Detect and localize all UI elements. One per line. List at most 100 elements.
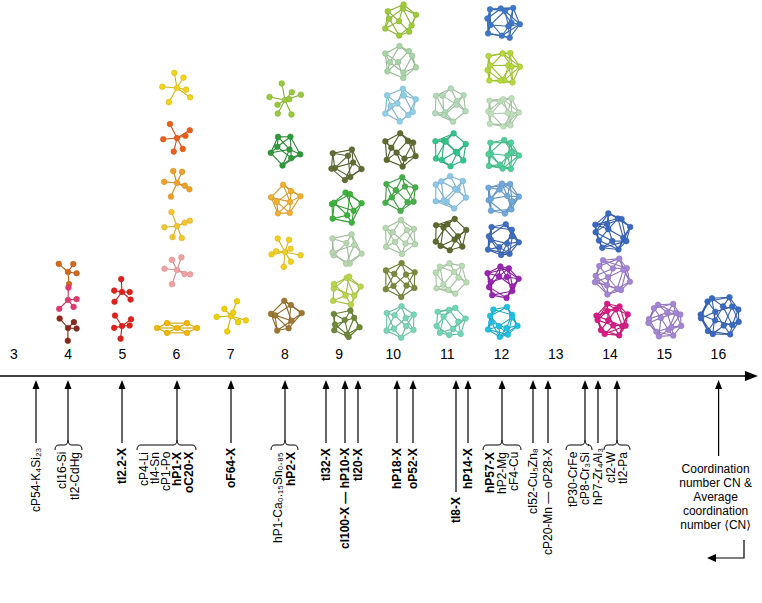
atom [179, 254, 185, 260]
atom [501, 97, 507, 103]
polyhedron-edge [352, 150, 362, 169]
atom [460, 178, 466, 184]
atom [411, 312, 417, 318]
atom [509, 149, 515, 155]
arrowhead [614, 380, 621, 389]
atom [606, 211, 612, 217]
structure-label: cI100-X — hP10-X [339, 448, 352, 549]
atom [399, 251, 405, 257]
axis-number: 14 [602, 346, 618, 362]
atom [616, 256, 622, 262]
atom [384, 93, 390, 99]
structure-label: cF4-Cu [508, 452, 521, 491]
atom [446, 332, 452, 338]
atom [397, 119, 403, 125]
atom [268, 150, 274, 156]
atom [646, 320, 652, 326]
leader-line [121, 387, 122, 443]
polyhedron [268, 182, 303, 216]
atom [505, 332, 511, 338]
atom [604, 221, 610, 227]
atom [275, 134, 281, 140]
arrowhead [323, 380, 330, 389]
atom [501, 124, 507, 130]
atom [412, 269, 418, 275]
arrowhead [394, 380, 401, 389]
atom [331, 281, 337, 287]
arrowhead [530, 380, 537, 389]
atom [281, 264, 287, 270]
brace [55, 440, 82, 450]
atom [616, 247, 622, 253]
atom [187, 271, 193, 277]
atom [383, 225, 389, 231]
polyhedra [56, 2, 742, 344]
atom [463, 316, 469, 322]
leader-line [547, 387, 548, 443]
atom [74, 296, 80, 302]
axis-number: 16 [711, 346, 727, 362]
atom [670, 333, 676, 339]
atom [499, 33, 505, 39]
atom [486, 163, 492, 169]
arrowhead [342, 380, 349, 389]
atom [437, 264, 443, 270]
atom [330, 250, 336, 256]
atom [720, 304, 726, 310]
atom [463, 108, 469, 114]
atom [498, 252, 504, 258]
atom [454, 150, 460, 156]
atom [182, 271, 188, 277]
axis-number: 6 [173, 346, 181, 362]
atom [446, 307, 452, 313]
atom [280, 182, 286, 188]
atom [517, 21, 523, 27]
atom [515, 323, 521, 329]
atom [486, 185, 492, 191]
atom [463, 227, 469, 233]
atom [596, 263, 602, 269]
atom [160, 136, 166, 142]
atom [222, 306, 228, 312]
atom [602, 331, 608, 337]
atom [497, 187, 503, 193]
polyhedron [161, 168, 192, 199]
atom [329, 166, 335, 172]
atom [441, 282, 447, 288]
structure-label: hP18-X [391, 448, 404, 489]
atom [621, 267, 627, 273]
atom [678, 323, 684, 329]
atom [127, 323, 133, 329]
polyhedron [486, 95, 522, 129]
atom [434, 323, 440, 329]
atom [411, 199, 417, 205]
atom [286, 96, 292, 102]
atom [182, 220, 188, 226]
atom [162, 266, 168, 272]
atom [504, 241, 510, 247]
atom [516, 153, 522, 159]
atom [166, 99, 172, 105]
atom [383, 286, 389, 292]
atom [383, 268, 389, 274]
polyhedron [485, 264, 522, 301]
polyhedron [329, 147, 365, 183]
polyhedron-edge [500, 326, 518, 337]
leader-line [718, 387, 719, 456]
atom [344, 212, 350, 218]
atom [624, 238, 630, 244]
atom [274, 328, 280, 334]
atom [410, 140, 416, 146]
polyhedron [382, 2, 418, 39]
atom [433, 138, 439, 144]
atom [179, 169, 185, 175]
polyhedron [485, 50, 523, 85]
structure-label: oF64-X [225, 448, 238, 488]
atom [443, 139, 449, 145]
atom [433, 198, 439, 204]
atom [348, 308, 354, 314]
atom [508, 140, 514, 146]
polyhedron [154, 320, 200, 335]
atom [234, 298, 240, 304]
atom [118, 276, 124, 282]
